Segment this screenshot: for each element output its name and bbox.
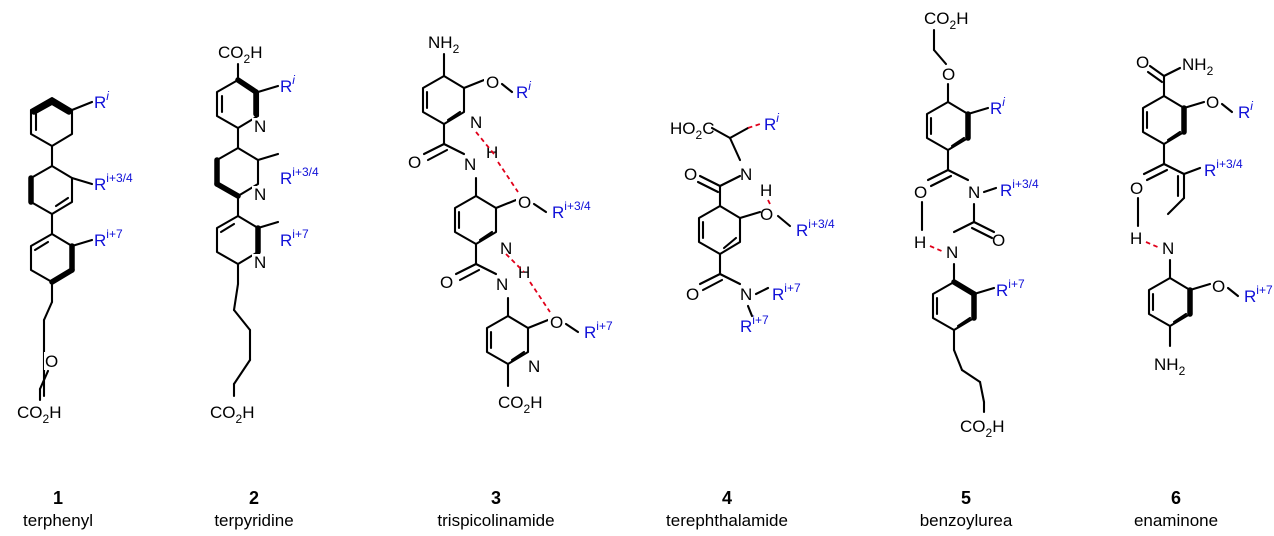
carbonyl-oxygen-label: O [914, 183, 927, 202]
compound-labels: 1 terphenyl 2 terpyridine 3 trispicolina… [23, 488, 1218, 530]
nitrogen-label: N [968, 183, 980, 202]
compound-number-1: 1 [53, 488, 63, 508]
r-group-i7: Ri+7 [94, 227, 123, 250]
compound-number-6: 6 [1171, 488, 1181, 508]
nitrogen-label: N [254, 253, 266, 272]
carbonyl-oxygen-label: O [408, 153, 421, 172]
nitrogen-label: N [464, 155, 476, 174]
molecule-5-benzoylurea: CO2H O Ri O N Ri+3/4 O H N Ri+7 [914, 9, 1039, 440]
carbonyl-oxygen-label: O [1130, 179, 1143, 198]
molecule-2-terpyridine: CO2H N N N CO2H Ri Ri+3/4 Ri+7 [210, 43, 319, 426]
carboxylic-acid-label: CO2H [960, 417, 1004, 440]
oxygen-label: O [942, 65, 955, 84]
amine-label: NH2 [428, 33, 460, 56]
nitrogen-label: N [946, 243, 958, 262]
r-group-i7: Ri+7 [1244, 283, 1273, 306]
r-group-i: Ri [94, 89, 109, 112]
carboxylic-acid-label: CO2H [17, 403, 61, 426]
carboxylic-acid-label: CO2H [218, 43, 262, 66]
r-group-i: Ri [990, 95, 1005, 118]
carbonyl-oxygen-label: O [992, 231, 1005, 250]
compound-number-4: 4 [722, 488, 732, 508]
r-group-i7: Ri+7 [772, 281, 801, 304]
nitrogen-label: N [254, 117, 266, 136]
compound-name-3: trispicolinamide [437, 511, 554, 530]
oxygen-label: O [1212, 277, 1225, 296]
nitrogen-label: N [1162, 239, 1174, 258]
carbonyl-oxygen-label: O [686, 285, 699, 304]
r-group-i34: Ri+3/4 [1000, 177, 1039, 200]
nitrogen-label: N [470, 113, 482, 132]
carbonyl-oxygen-label: O [684, 165, 697, 184]
hydrogen-label: H [518, 263, 530, 282]
r-group-i34: Ri+3/4 [552, 199, 591, 222]
nitrogen-label: N [496, 275, 508, 294]
carbonyl-oxygen-label: O [1136, 53, 1149, 72]
molecule-6-enaminone: O NH2 O Ri O Ri+3/4 H N O Ri+ [1130, 53, 1273, 378]
amine-label: NH2 [1154, 355, 1186, 378]
compound-number-2: 2 [249, 488, 259, 508]
molecule-3-trispicolinamide: NH2 N O Ri O N H N O Ri+3/4 O [408, 33, 613, 416]
oxygen-label: O [1206, 93, 1219, 112]
hydrogen-label: H [1130, 229, 1142, 248]
compound-name-1: terphenyl [23, 511, 93, 530]
r-group-i34: Ri+3/4 [1204, 157, 1243, 180]
molecule-1-terphenyl: O CO2H Ri Ri+3/4 Ri+7 [17, 89, 133, 426]
r-group-i34: Ri+3/4 [94, 171, 133, 194]
hydrogen-label: H [914, 233, 926, 252]
r-group-i7: Ri+7 [996, 277, 1025, 300]
r-group-i7: Ri+7 [584, 319, 613, 342]
compound-number-3: 3 [491, 488, 501, 508]
carboxylic-acid-label: HO2C [670, 119, 714, 142]
nitrogen-label: N [254, 185, 266, 204]
oxygen-label: O [760, 205, 773, 224]
oxygen-label: O [550, 313, 563, 332]
r-group-i: Ri [764, 111, 779, 134]
nitrogen-label: N [740, 165, 752, 184]
compound-name-5: benzoylurea [920, 511, 1013, 530]
r-group-i: Ri [1238, 99, 1253, 122]
oxygen-label: O [486, 73, 499, 92]
r-group-i34: Ri+3/4 [796, 217, 835, 240]
amide-label: NH2 [1182, 55, 1214, 78]
carboxylic-acid-label: CO2H [498, 393, 542, 416]
carboxylic-acid-label: CO2H [924, 9, 968, 32]
compound-name-6: enaminone [1134, 511, 1218, 530]
r-group-i: Ri [516, 79, 531, 102]
compound-name-2: terpyridine [214, 511, 293, 530]
r-group-i: Ri [280, 73, 295, 96]
carbonyl-oxygen-label: O [440, 273, 453, 292]
r-group-i7: Ri+7 [740, 313, 769, 336]
oxygen-label: O [45, 352, 58, 371]
nitrogen-label: N [500, 239, 512, 258]
r-group-i34: Ri+3/4 [280, 165, 319, 188]
compound-name-4: terephthalamide [666, 511, 788, 530]
nitrogen-label: N [528, 357, 540, 376]
molecule-4-terephthalamide: HO2C Ri N H O O Ri+3/4 O N Ri+7 Ri+7 [670, 111, 835, 336]
hydrogen-label: H [760, 181, 772, 200]
nitrogen-label: N [740, 285, 752, 304]
r-group-i7: Ri+7 [280, 227, 309, 250]
carboxylic-acid-label: CO2H [210, 403, 254, 426]
compound-number-5: 5 [961, 488, 971, 508]
oxygen-label: O [518, 193, 531, 212]
